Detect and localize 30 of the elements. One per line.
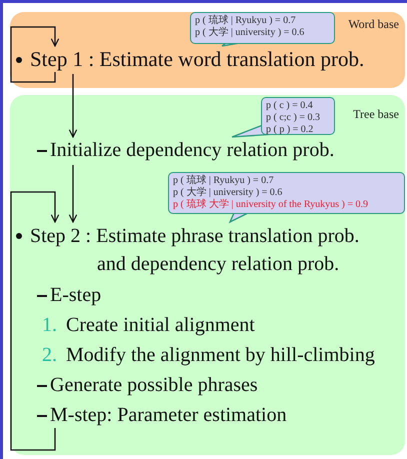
callout-tail	[228, 212, 249, 224]
section-heading: Word base	[348, 17, 399, 32]
arrow	[10, 191, 60, 451]
list-number: 1.	[42, 313, 57, 338]
callout-bubble	[190, 12, 335, 44]
callout-text: p ( c ) = 0.4	[266, 100, 314, 112]
section-heading: Tree base	[353, 107, 399, 122]
list-item-text: Modify the alignment by hill-climbing	[66, 343, 375, 368]
callout-text: p ( 琉球 大学 | university of the Ryukyus ) = 0.9	[173, 199, 370, 211]
callout-text: p ( c;c ) = 0.3	[266, 112, 321, 124]
callout-bubble	[168, 172, 405, 214]
list-item-text: Create initial alignment	[66, 313, 255, 338]
callout-bubble	[261, 97, 335, 135]
arrow	[68, 165, 78, 223]
callout-text: p ( 大学 | university ) = 0.6	[195, 27, 306, 39]
arrow	[10, 26, 60, 83]
arrow	[68, 74, 78, 138]
section-band	[10, 95, 405, 455]
list-item-text: M-step: Parameter estimation	[50, 402, 310, 428]
callout-text: p ( p ) = 0.2	[266, 124, 314, 136]
section-band	[10, 12, 405, 88]
callout-text: p ( 琉球 | Ryukyu ) = 0.7	[195, 15, 297, 26]
list-item-text: Step 2 : Estimate phrase translation prob. and dependency relation prob.	[30, 222, 375, 278]
list-item-text: Generate possible phrases	[50, 372, 290, 398]
list-item-text: Initialize dependency relation prob.	[50, 137, 370, 163]
list-item-text: Step 1 : Estimate word translation prob.	[30, 46, 370, 72]
list-item-text: E-step	[50, 282, 140, 308]
list-number: 2.	[42, 343, 57, 368]
callout-text: p ( 大学 | university ) = 0.6	[173, 187, 284, 198]
callout-text: p ( 琉球 | Ryukyu ) = 0.7	[173, 175, 275, 186]
